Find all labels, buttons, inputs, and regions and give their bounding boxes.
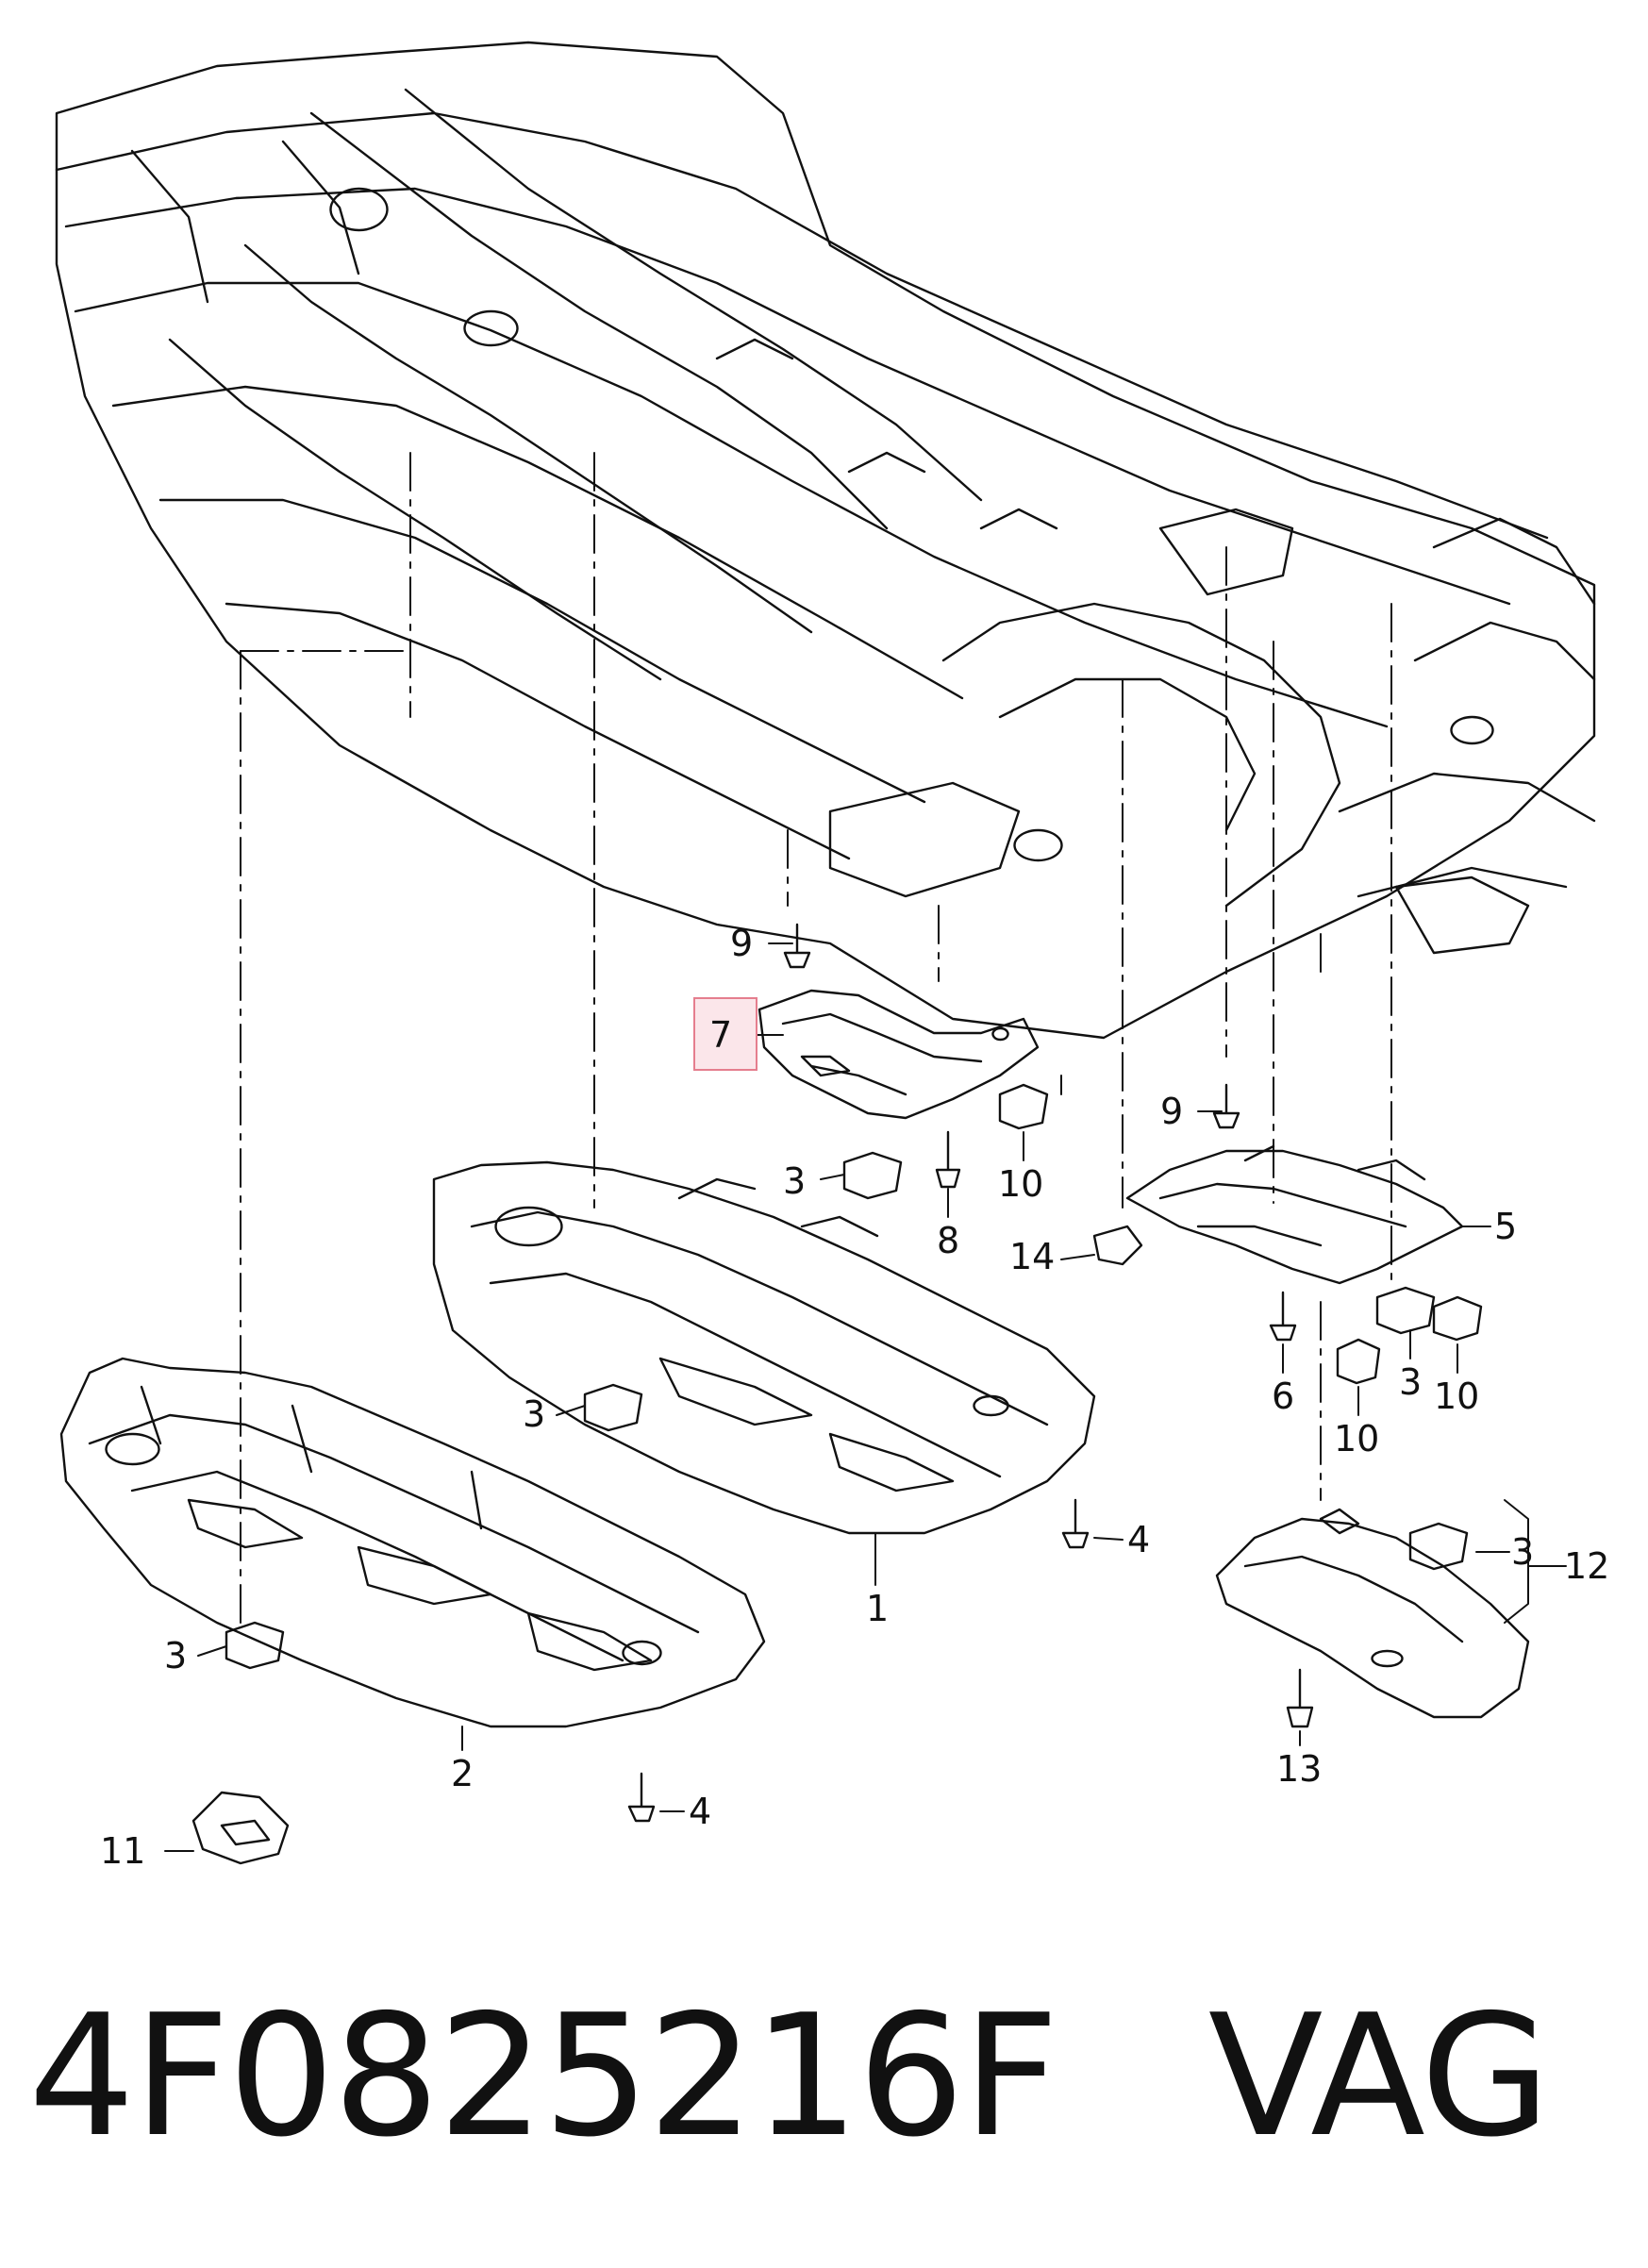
fasteners-screws: [627, 923, 1314, 1823]
callout-2: 2: [451, 1753, 474, 1794]
highlighted-callout-box: [693, 997, 757, 1071]
part-number-footer: 4F0825216F VAG: [28, 1967, 1551, 2184]
callout-6: 6: [1272, 1376, 1294, 1417]
part-2-underbody-panel: [59, 1357, 766, 1728]
part-1-underbody-panel: [432, 1160, 1096, 1535]
callout-4b: 4: [689, 1791, 711, 1832]
part-11-clip: [191, 1791, 290, 1865]
callout-9b: 9: [1160, 1091, 1183, 1132]
part-12-splash-shield: [1215, 1508, 1530, 1719]
part-5-bracket: [1125, 1144, 1464, 1285]
callout-12: 12: [1564, 1545, 1609, 1587]
callout-11: 11: [100, 1830, 145, 1872]
callout-9a: 9: [730, 923, 753, 964]
callout-8: 8: [937, 1220, 959, 1261]
assembly-guide-lines: [240, 452, 1392, 1633]
callout-3b: 3: [523, 1393, 545, 1435]
callout-7: 7: [709, 1014, 732, 1056]
fasteners-nuts: [225, 1083, 1483, 1670]
callout-labels: 1 2 3 3 3 3 3 4 4 5 6 7 8 9 9 10 10 10 1…: [100, 923, 1609, 1872]
callout-4a: 4: [1127, 1519, 1150, 1560]
callout-13: 13: [1276, 1748, 1322, 1790]
part-14-clip: [1092, 1225, 1143, 1266]
exploded-parts-diagram: 1 2 3 3 3 3 3 4 4 5 6 7 8 9 9 10 10 10 1…: [55, 41, 1609, 1872]
part-7-heat-shield: [757, 989, 1040, 1120]
vehicle-underbody-outline: [55, 41, 1596, 1040]
part-number: 4F0825216F: [28, 1977, 1059, 2174]
callout-leader-lines: [164, 942, 1567, 1852]
callout-5: 5: [1494, 1206, 1517, 1247]
brand-name: VAG: [1207, 1977, 1551, 2174]
callout-10c: 10: [1434, 1376, 1479, 1417]
callout-3e: 3: [1511, 1531, 1534, 1573]
callout-14: 14: [1009, 1236, 1055, 1277]
callout-10b: 10: [1334, 1418, 1379, 1459]
callout-10a: 10: [998, 1163, 1043, 1205]
callout-3c: 3: [164, 1635, 187, 1676]
callout-3d: 3: [1399, 1361, 1422, 1403]
callout-1: 1: [866, 1588, 889, 1629]
callout-3a: 3: [783, 1160, 806, 1202]
